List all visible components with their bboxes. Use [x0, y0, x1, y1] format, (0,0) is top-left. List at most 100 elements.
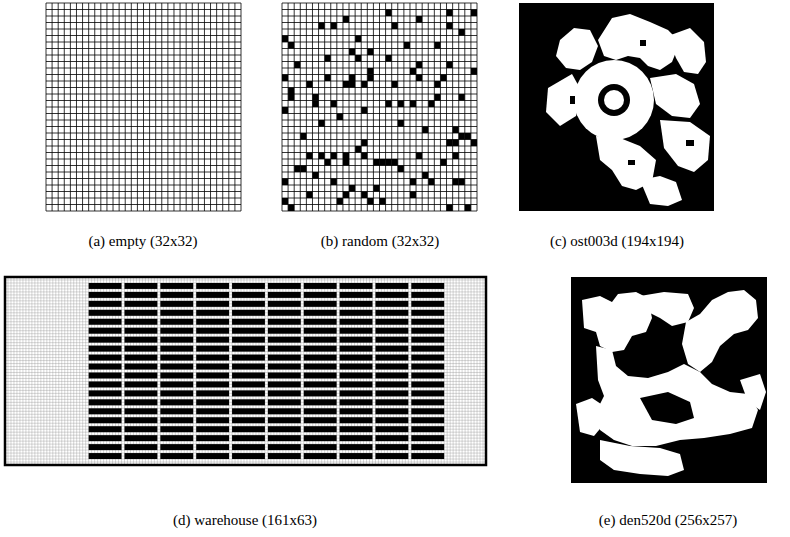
shelf-block [340, 337, 373, 343]
shelf-block [89, 408, 122, 414]
shelf-block [125, 292, 158, 298]
random-grid-map [282, 3, 477, 211]
obstacle-cell [428, 101, 434, 108]
obstacle-cell [392, 159, 398, 166]
obstacle-cell [361, 153, 367, 160]
shelf-block [268, 364, 301, 370]
shelf-block [89, 292, 122, 298]
shelf-block [411, 337, 444, 343]
shelf-block [268, 283, 301, 289]
shelf-block [340, 319, 373, 325]
shelf-block [375, 408, 408, 414]
obstacle-cell [380, 198, 386, 205]
shelf-block [268, 292, 301, 298]
shelf-block [125, 381, 158, 387]
obstacle-cell [343, 159, 349, 166]
obstacle-cell [459, 94, 465, 101]
obstacle-cell [392, 81, 398, 88]
obstacle-cell [288, 94, 294, 101]
shelf-block [268, 390, 301, 396]
shelf-block [304, 355, 337, 361]
shelf-block [160, 426, 193, 432]
shelf-block [89, 319, 122, 325]
shelf-block [232, 417, 265, 423]
obstacle-cell [447, 62, 453, 69]
obstacle-cell [459, 29, 465, 36]
obstacle-cell [343, 16, 349, 23]
obstacle-cell [349, 81, 355, 88]
shelf-block [340, 417, 373, 423]
shelf-block [411, 355, 444, 361]
shelf-block [89, 435, 122, 441]
obstacle-cell [386, 10, 392, 17]
shelf-block [268, 346, 301, 352]
obstacle-cell [319, 120, 325, 127]
shelf-block [268, 444, 301, 450]
shelf-block [340, 426, 373, 432]
shelf-block [268, 381, 301, 387]
warehouse-map [5, 277, 486, 465]
shelf-block [375, 381, 408, 387]
shelf-block [125, 372, 158, 378]
obstacle-cell [288, 42, 294, 49]
shelf-block [232, 301, 265, 307]
shelf-block [304, 453, 337, 459]
shelf-block [160, 390, 193, 396]
shelf-block [232, 310, 265, 316]
obstacle-cell [282, 179, 288, 186]
shelf-block [375, 399, 408, 405]
obstacle-cell [392, 23, 398, 30]
obstacle-cell [331, 23, 337, 30]
shelf-block [340, 283, 373, 289]
shelf-block [89, 390, 122, 396]
obstacle-cell [367, 49, 373, 56]
shelf-block [375, 292, 408, 298]
shelf-block [268, 310, 301, 316]
shelf-block [268, 426, 301, 432]
shelf-block [89, 399, 122, 405]
obstacle-cell [294, 62, 300, 69]
shelf-block [125, 444, 158, 450]
grid-lines [282, 3, 477, 211]
shelf-block [340, 328, 373, 334]
shelf-block [160, 381, 193, 387]
shelf-block [340, 355, 373, 361]
panel-caption: (e) den520d (256x257) [599, 511, 737, 529]
shelf-block [375, 372, 408, 378]
shelf-block [125, 453, 158, 459]
shelf-block [411, 292, 444, 298]
obstacle-cell [416, 16, 422, 23]
shelf-block [196, 435, 229, 441]
shelf-block [160, 372, 193, 378]
obstacle-cell [422, 127, 428, 134]
shelf-block [340, 435, 373, 441]
shelf-block [125, 355, 158, 361]
shelf-block [89, 355, 122, 361]
shelf-block [411, 408, 444, 414]
shelf-block [411, 426, 444, 432]
obstacle-cell [434, 94, 440, 101]
shelf-block [340, 444, 373, 450]
obstacle-cell [312, 101, 318, 108]
shelf-block [196, 372, 229, 378]
shelf-block [304, 408, 337, 414]
shelf-block [304, 319, 337, 325]
obstacle-cell [294, 166, 300, 173]
obstacle-cell [319, 153, 325, 160]
shelf-block [304, 337, 337, 343]
obstacle-cell [416, 75, 422, 82]
shelf-block [89, 453, 122, 459]
shelf-block [232, 319, 265, 325]
shelf-block [89, 372, 122, 378]
obstacle-cell [367, 75, 373, 82]
shelf-block [304, 381, 337, 387]
obstacle-cell [331, 101, 337, 108]
shelf-block [232, 292, 265, 298]
shelf-block [411, 381, 444, 387]
shelf-block [304, 346, 337, 352]
obstacle-cell [428, 179, 434, 186]
shelf-block [375, 301, 408, 307]
shelf-block [268, 417, 301, 423]
shelf-block [196, 364, 229, 370]
shelf-block [196, 346, 229, 352]
